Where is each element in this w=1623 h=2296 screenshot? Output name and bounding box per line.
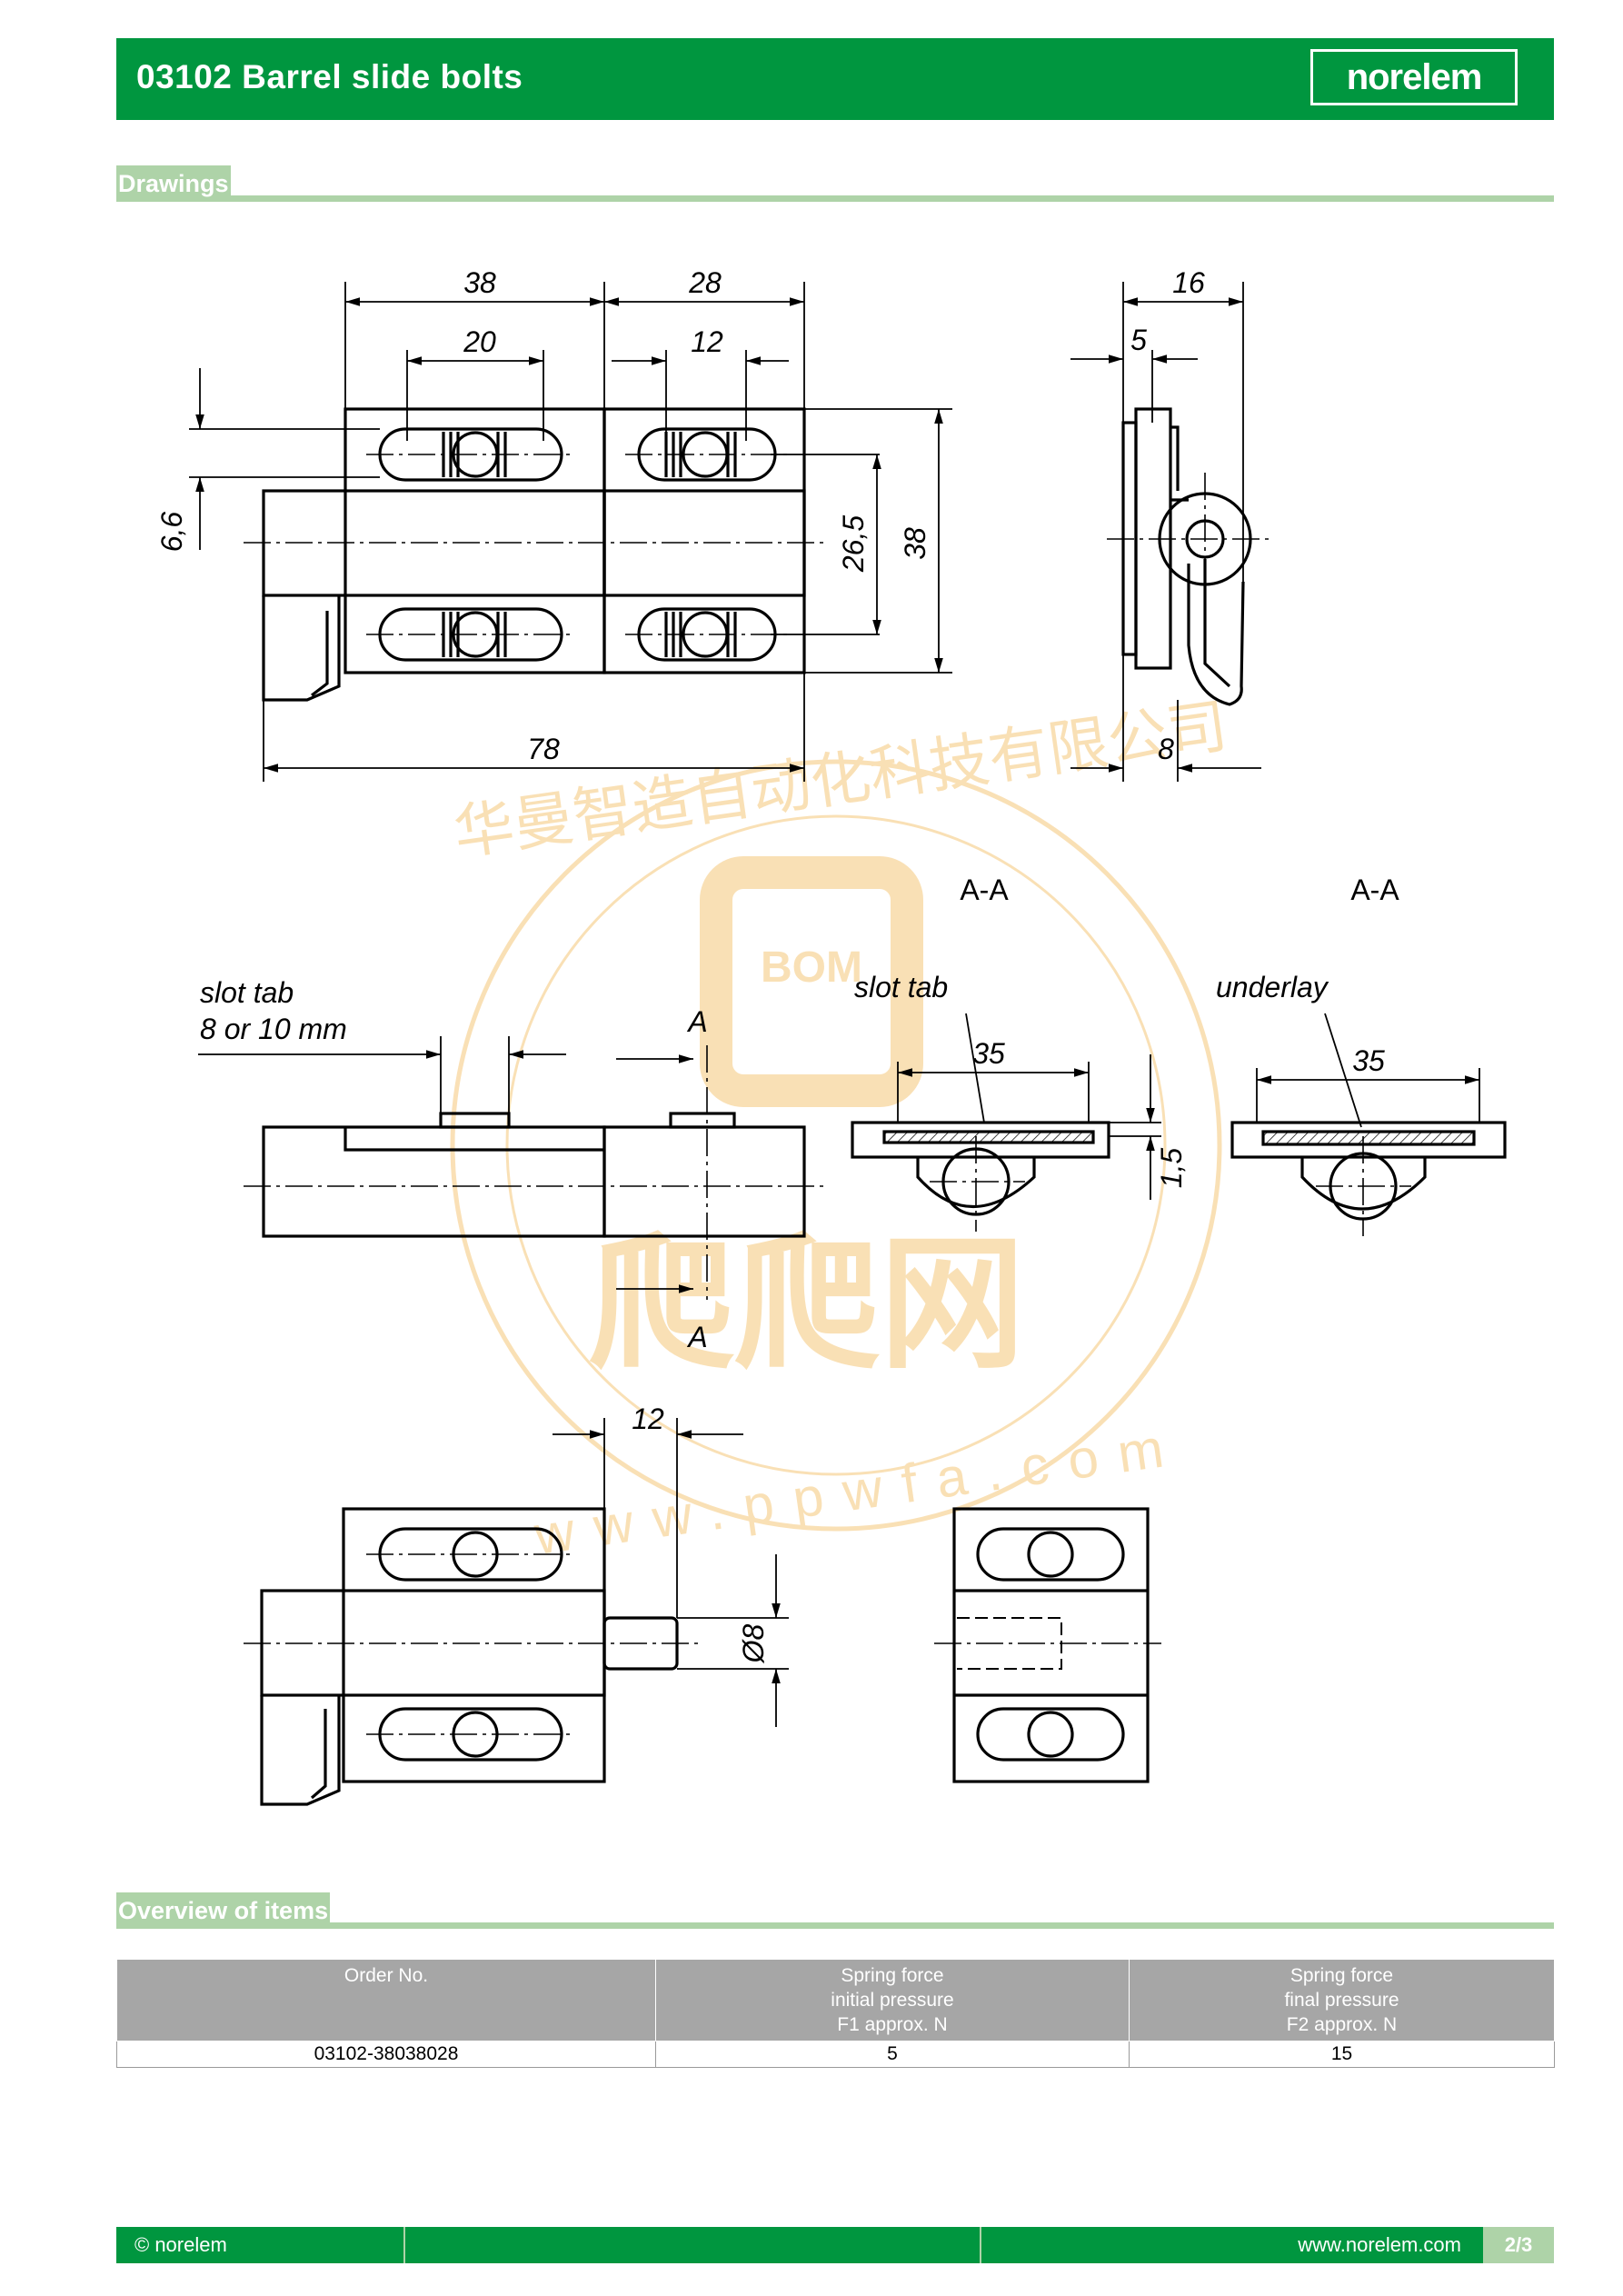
table-header-final-pressure: Spring force final pressure F2 approx. N <box>1129 1959 1555 2041</box>
drawings-section-heading: Drawings <box>116 165 1554 202</box>
view-section-aa-1 <box>851 1013 1161 1232</box>
view-top <box>189 282 952 782</box>
page-footer: © norelem www.norelem.com 2/3 <box>116 2227 1554 2263</box>
label-section-aa-1: A-A <box>960 873 1009 906</box>
section-rule <box>116 195 1554 202</box>
table-cell-final-pressure: 15 <box>1129 2041 1555 2068</box>
dimension-texts: 38 28 20 12 6,6 26,5 38 78 16 5 8 slot t… <box>155 266 1399 1663</box>
view-slot <box>198 1036 825 1300</box>
overview-section-heading: Overview of items <box>116 1892 1554 1929</box>
dim-20: 20 <box>463 325 496 358</box>
watermark-brand: BOM <box>761 943 862 992</box>
drawing-lines <box>189 282 1507 1806</box>
dim-5: 5 <box>1130 324 1147 356</box>
dim-35-2: 35 <box>1352 1044 1385 1077</box>
label-section-a-bottom: A <box>686 1321 707 1353</box>
dim-26-5: 26,5 <box>837 515 870 573</box>
section-label-drawings: Drawings <box>116 165 231 202</box>
items-table: Order No. Spring force initial pressure … <box>116 1959 1555 2068</box>
table-header-order-no: Order No. <box>116 1959 656 2041</box>
dim-78: 78 <box>527 733 560 765</box>
dim-16: 16 <box>1172 266 1205 299</box>
footer-page-number: 2/3 <box>1483 2227 1554 2263</box>
dim-12-top: 12 <box>691 325 723 358</box>
dim-8: 8 <box>1158 733 1174 765</box>
table-row: 03102-38038028 5 15 <box>116 2041 1555 2068</box>
view-bottom <box>244 1418 789 1806</box>
table-header-row: Order No. Spring force initial pressure … <box>116 1959 1555 2041</box>
footer-copyright: © norelem <box>134 2233 227 2256</box>
watermark-circle-text: 华曼智造自动化科技有限公司 <box>450 692 1231 867</box>
table-cell-order-no: 03102-38038028 <box>116 2041 656 2068</box>
page-title: 03102 Barrel slide bolts <box>136 58 523 95</box>
dim-28-top: 28 <box>688 266 722 299</box>
dim-35-1: 35 <box>972 1037 1005 1070</box>
label-underlay: underlay <box>1216 971 1329 1003</box>
view-side <box>1070 282 1270 782</box>
table-cell-initial-pressure: 5 <box>655 2041 1130 2068</box>
page-header: 03102 Barrel slide bolts norelem <box>116 38 1554 120</box>
table-header-initial-pressure: Spring force initial pressure F1 approx.… <box>655 1959 1130 2041</box>
section-label-overview: Overview of items <box>116 1892 331 1929</box>
dim-38-top: 38 <box>463 266 496 299</box>
label-slot-tab: slot tab <box>200 976 294 1009</box>
dim-diameter-8: Ø8 <box>737 1623 770 1663</box>
view-section-aa-2 <box>1230 1013 1507 1236</box>
technical-drawing: BOM 爬爬网 华曼智造自动化科技有限公司 www.ppwfa.com <box>116 236 1554 1845</box>
view-end <box>934 1507 1161 1783</box>
footer-website-link[interactable]: www.norelem.com <box>1298 2233 1461 2256</box>
label-slot-tab-size: 8 or 10 mm <box>200 1013 347 1045</box>
watermark-name: 爬爬网 <box>589 1223 1025 1385</box>
dim-1-5: 1,5 <box>1155 1148 1188 1189</box>
footer-divider <box>980 2227 981 2263</box>
slot-group <box>378 427 777 662</box>
label-section-a-top: A <box>686 1005 707 1038</box>
label-section-aa-2: A-A <box>1350 873 1399 906</box>
watermark-url: www.ppwfa.com <box>530 1414 1187 1566</box>
norelem-logo: norelem <box>1310 49 1518 105</box>
footer-divider <box>403 2227 405 2263</box>
section-rule <box>116 1922 1554 1929</box>
dim-12-bottom: 12 <box>632 1403 664 1435</box>
label-slot-tab-2: slot tab <box>854 971 948 1003</box>
dim-6-6: 6,6 <box>155 512 188 553</box>
dim-38-side: 38 <box>899 527 931 560</box>
